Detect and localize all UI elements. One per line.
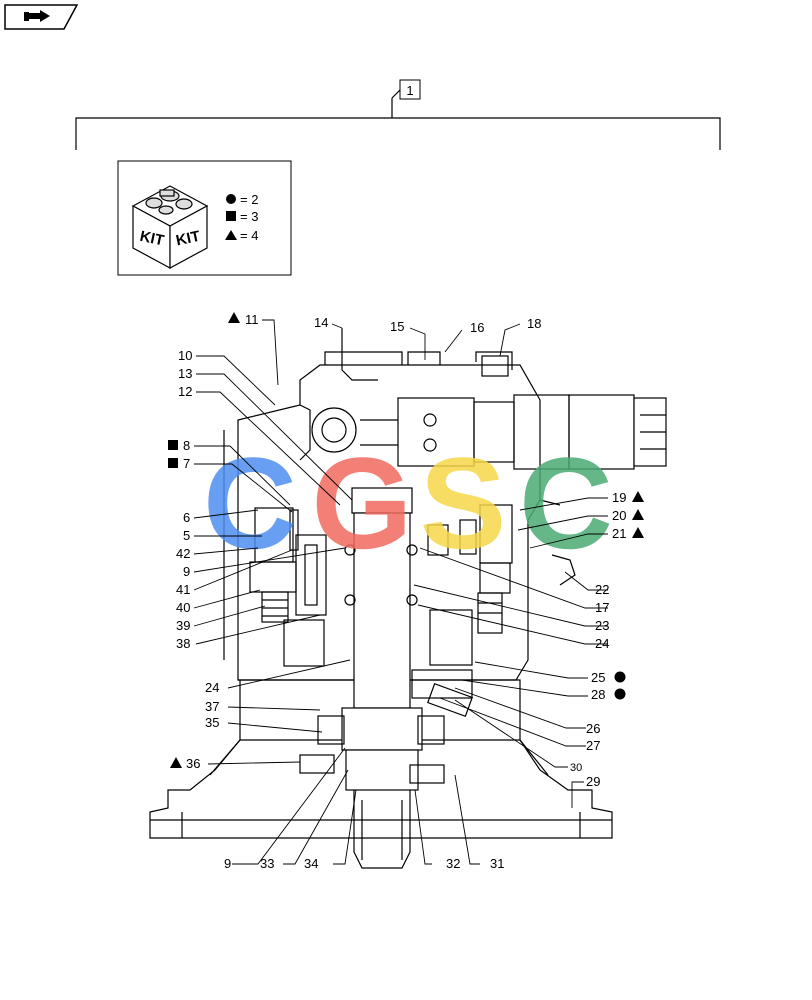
part-label-7[interactable]: 7 [183,456,190,471]
watermark-letter-2: G [311,430,412,576]
leader-lines [193,319,608,865]
square-marker-7-icon [168,458,178,468]
part-label-20[interactable]: 20 [612,508,626,523]
part-label-9-lower[interactable]: 9 [224,856,231,871]
part-label-31[interactable]: 31 [490,856,504,871]
legend-square-text: = 3 [240,209,258,224]
part-label-14[interactable]: 14 [314,315,328,330]
assembly-callout-label[interactable]: 1 [406,83,413,98]
part-label-10[interactable]: 10 [178,348,192,363]
part-label-24-right[interactable]: 24 [595,636,609,651]
part-label-23[interactable]: 23 [595,618,609,633]
triangle-marker-21-icon [632,527,644,538]
part-label-36[interactable]: 36 [186,756,200,771]
part-label-37[interactable]: 37 [205,699,219,714]
part-label-12[interactable]: 12 [178,384,192,399]
part-label-32[interactable]: 32 [446,856,460,871]
part-label-42[interactable]: 42 [176,546,190,561]
part-label-9[interactable]: 9 [183,564,190,579]
part-label-29[interactable]: 29 [586,774,600,789]
part-label-30[interactable]: 30 [570,762,582,774]
kit-icon [131,185,209,270]
square-marker-8-icon [168,440,178,450]
part-label-21[interactable]: 21 [612,526,626,541]
part-label-35[interactable]: 35 [205,715,219,730]
circle-symbol-icon [226,194,236,204]
part-label-39[interactable]: 39 [176,618,190,633]
part-label-38[interactable]: 38 [176,636,190,651]
kit-label-left: KIT [138,228,165,250]
part-label-18[interactable]: 18 [527,316,541,331]
part-label-22[interactable]: 22 [595,582,609,597]
triangle-marker-20-icon [632,509,644,520]
part-label-5[interactable]: 5 [183,528,190,543]
part-label-40[interactable]: 40 [176,600,190,615]
swing-motor-drawing [149,328,667,869]
kit-label-right: KIT [174,228,201,250]
part-label-28[interactable]: 28 [591,687,605,702]
part-label-34[interactable]: 34 [304,856,318,871]
part-label-16[interactable]: 16 [470,320,484,335]
part-label-8[interactable]: 8 [183,438,190,453]
part-label-33[interactable]: 33 [260,856,274,871]
symbol-markers [168,312,644,768]
assembly-bracket [75,89,721,150]
part-label-24[interactable]: 24 [205,680,219,695]
part-label-26[interactable]: 26 [586,721,600,736]
part-label-11[interactable]: 11 [245,312,259,327]
part-label-25[interactable]: 25 [591,670,605,685]
watermark: C G S C [203,430,613,576]
part-label-13[interactable]: 13 [178,366,192,381]
circle-marker-25-icon [614,671,626,683]
triangle-marker-36-icon [170,757,182,768]
part-label-41[interactable]: 41 [176,582,190,597]
assembly-callout-box [399,79,421,100]
part-labels: 11 14 15 16 18 10 13 12 8 7 6 5 42 9 41 … [176,312,626,871]
part-label-6[interactable]: 6 [183,510,190,525]
legend-circle-text: = 2 [240,192,258,207]
circle-marker-28-icon [614,688,626,700]
nav-back-tab[interactable] [4,4,79,30]
triangle-marker-11-icon [228,312,240,323]
part-label-17[interactable]: 17 [595,600,609,615]
part-label-27[interactable]: 27 [586,738,600,753]
watermark-letter-4: C [519,430,613,576]
hand-pointing-right-icon [4,4,79,30]
watermark-letter-3: S [420,430,507,576]
square-symbol-icon [226,211,236,221]
part-label-15[interactable]: 15 [390,319,404,334]
triangle-marker-19-icon [632,491,644,502]
triangle-symbol-icon [225,230,237,240]
kit-legend-box: KIT KIT = 2 = 3 = 4 [117,160,292,276]
part-label-19[interactable]: 19 [612,490,626,505]
legend-triangle-text: = 4 [240,228,258,243]
